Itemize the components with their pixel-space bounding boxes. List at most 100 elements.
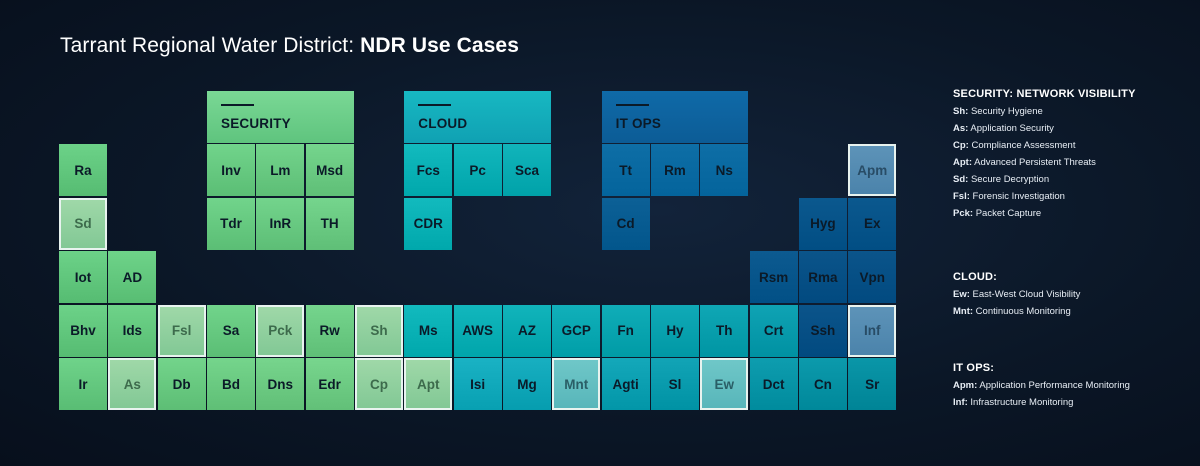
header-bar xyxy=(615,104,649,106)
tile-isi[interactable]: Isi xyxy=(453,358,502,410)
header-label: IT OPS xyxy=(615,116,662,131)
legend-desc: Continuous Monitoring xyxy=(973,306,1071,317)
tile-tdr[interactable]: Tdr xyxy=(206,197,255,250)
header-bar xyxy=(418,104,452,106)
tile-cp[interactable]: Cp xyxy=(354,358,403,410)
tile-ids[interactable]: Ids xyxy=(108,304,157,357)
legend-item: Cp: Compliance Assessment xyxy=(953,140,1136,151)
tile-pck[interactable]: Pck xyxy=(256,304,305,357)
legend-item: Pck: Packet Capture xyxy=(953,208,1136,219)
tile-apt[interactable]: Apt xyxy=(404,358,453,410)
legend-heading: SECURITY: NETWORK VISIBILITY xyxy=(953,88,1136,100)
tile-ad[interactable]: AD xyxy=(108,251,157,304)
tile-tt[interactable]: Tt xyxy=(601,144,650,197)
tile-apm[interactable]: Apm xyxy=(848,144,897,197)
tile-agti[interactable]: Agti xyxy=(601,358,650,410)
legend-heading: IT OPS: xyxy=(953,362,995,374)
legend-abbr: Apt: xyxy=(953,157,972,168)
legend-abbr: Ew: xyxy=(953,289,970,300)
tile-pc[interactable]: Pc xyxy=(453,144,502,197)
legend-desc: Security Hygiene xyxy=(968,106,1043,117)
tile-sl[interactable]: Sl xyxy=(650,358,699,410)
tile-ex[interactable]: Ex xyxy=(848,197,897,250)
tile-mnt[interactable]: Mnt xyxy=(552,358,601,410)
legend-abbr: Pck: xyxy=(953,208,974,219)
tile-sa[interactable]: Sa xyxy=(206,304,255,357)
tile-hyg[interactable]: Hyg xyxy=(798,197,847,250)
legend-abbr: Sd: xyxy=(953,174,969,185)
legend-item: Inf: Infrastructure Monitoring xyxy=(953,397,1130,408)
tile-sd[interactable]: Sd xyxy=(59,197,107,250)
legend-item: Ew: East-West Cloud Visibility xyxy=(953,289,1080,300)
tile-hy[interactable]: Hy xyxy=(650,304,699,357)
legend-item: Sd: Secure Decryption xyxy=(953,174,1136,185)
tile-inr[interactable]: InR xyxy=(256,197,305,250)
tile-db[interactable]: Db xyxy=(157,358,206,410)
tile-sh[interactable]: Sh xyxy=(354,304,403,357)
legend-desc: Application Security xyxy=(968,123,1054,134)
tile-sr[interactable]: Sr xyxy=(848,358,897,410)
tile-as[interactable]: As xyxy=(108,358,157,410)
tile-cn[interactable]: Cn xyxy=(798,358,847,410)
tile-cd[interactable]: Cd xyxy=(601,197,650,250)
header-label: SECURITY xyxy=(220,116,291,131)
tile-sca[interactable]: Sca xyxy=(502,144,551,197)
title-bold: NDR Use Cases xyxy=(360,34,519,57)
tile-aws[interactable]: AWS xyxy=(453,304,502,357)
tile-ra[interactable]: Ra xyxy=(59,144,107,197)
header-bar xyxy=(220,104,254,106)
legend-abbr: Cp: xyxy=(953,140,969,151)
tile-lm[interactable]: Lm xyxy=(256,144,305,197)
legend-desc: Secure Decryption xyxy=(968,174,1050,185)
tile-dct[interactable]: Dct xyxy=(749,358,798,410)
tile-edr[interactable]: Edr xyxy=(305,358,354,410)
tile-ns[interactable]: Ns xyxy=(700,144,749,197)
tile-th[interactable]: Th xyxy=(700,304,749,357)
legend-desc: Infrastructure Monitoring xyxy=(967,397,1074,408)
tile-ms[interactable]: Ms xyxy=(404,304,453,357)
tile-vpn[interactable]: Vpn xyxy=(848,251,897,304)
header-label: CLOUD xyxy=(418,116,468,131)
tile-cdr[interactable]: CDR xyxy=(404,197,453,250)
legend-item: Apm: Application Performance Monitoring xyxy=(953,380,1130,391)
legend-desc: East-West Cloud Visibility xyxy=(969,289,1081,300)
tile-dns[interactable]: Dns xyxy=(256,358,305,410)
legend-desc: Advanced Persistent Threats xyxy=(972,157,1096,168)
title-prefix: Tarrant Regional Water District: xyxy=(60,34,361,57)
tile-ew[interactable]: Ew xyxy=(700,358,749,410)
tile-fcs[interactable]: Fcs xyxy=(404,144,453,197)
tile-rw[interactable]: Rw xyxy=(305,304,354,357)
legend-item: Mnt: Continuous Monitoring xyxy=(953,306,1080,317)
tile-rm[interactable]: Rm xyxy=(650,144,699,197)
tile-az[interactable]: AZ xyxy=(502,304,551,357)
tile-th[interactable]: TH xyxy=(305,197,354,250)
tile-inf[interactable]: Inf xyxy=(848,304,897,357)
tile-msd[interactable]: Msd xyxy=(305,144,354,197)
tile-crt[interactable]: Crt xyxy=(749,304,798,357)
tile-inv[interactable]: Inv xyxy=(206,144,255,197)
tile-fn[interactable]: Fn xyxy=(601,304,650,357)
legend-abbr: Mnt: xyxy=(953,306,974,317)
header-cloud: CLOUD xyxy=(404,91,551,143)
tile-ir[interactable]: Ir xyxy=(59,358,107,410)
legend-section: IT OPS: Apm: Application Performance Moni… xyxy=(953,362,1130,408)
tile-rma[interactable]: Rma xyxy=(798,251,847,304)
legend-desc: Compliance Assessment xyxy=(968,140,1076,151)
legend-desc: Packet Capture xyxy=(973,208,1042,219)
tile-rsm[interactable]: Rsm xyxy=(749,251,798,304)
legend-item: Fsl: Forensic Investigation xyxy=(953,191,1136,202)
legend-abbr: Apm: xyxy=(953,380,978,391)
tile-iot[interactable]: Iot xyxy=(59,251,107,304)
legend-abbr: As: xyxy=(953,123,969,134)
legend-desc: Forensic Investigation xyxy=(969,191,1065,202)
legend-abbr: Inf: xyxy=(953,397,968,408)
tile-fsl[interactable]: Fsl xyxy=(157,304,206,357)
tile-bhv[interactable]: Bhv xyxy=(59,304,107,357)
tile-ssh[interactable]: Ssh xyxy=(798,304,847,357)
tile-mg[interactable]: Mg xyxy=(502,358,551,410)
tile-gcp[interactable]: GCP xyxy=(552,304,601,357)
tile-bd[interactable]: Bd xyxy=(206,358,255,410)
